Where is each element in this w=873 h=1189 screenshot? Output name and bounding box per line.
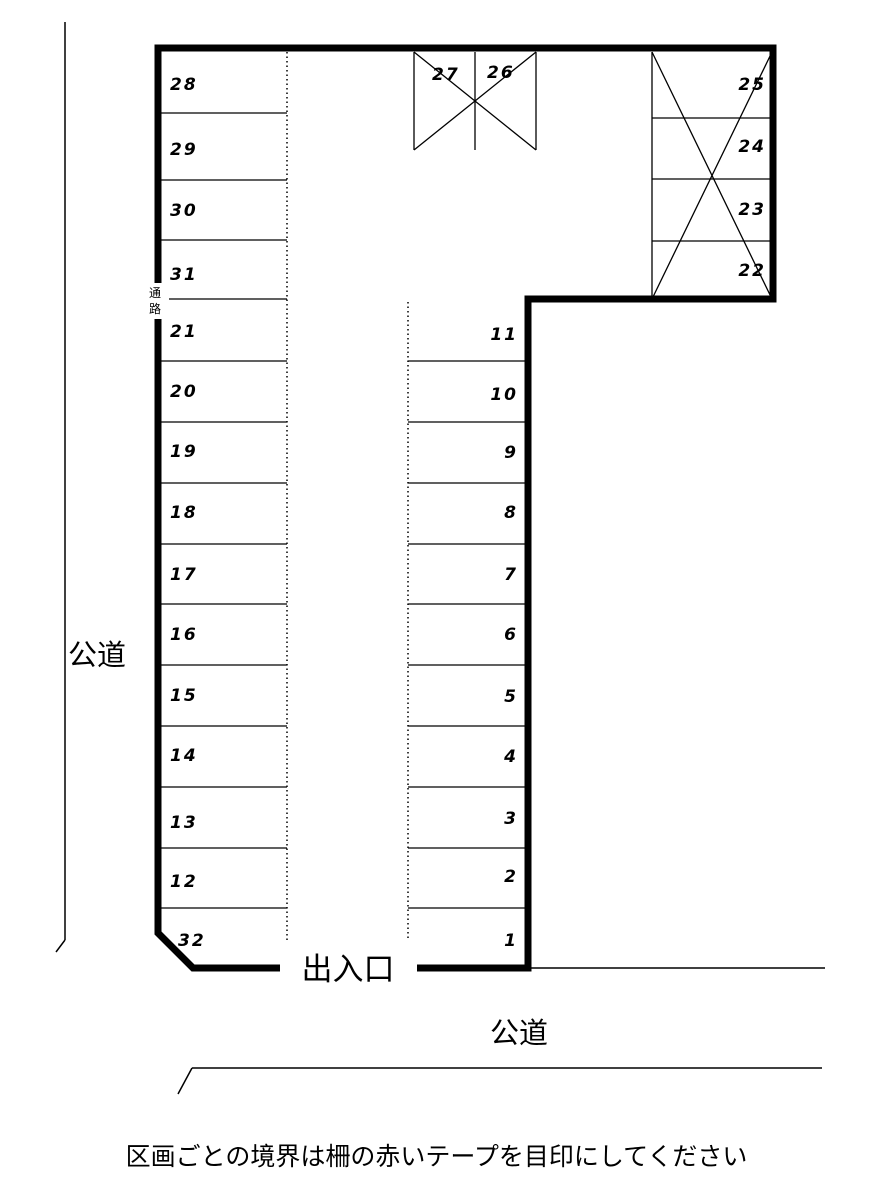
slot-number: 17 bbox=[170, 565, 198, 585]
slot-number: 7 bbox=[504, 565, 518, 585]
entrance-label: 出入口 bbox=[302, 952, 395, 988]
slot-number: 8 bbox=[504, 503, 518, 523]
passage-label-char-1: 通 bbox=[149, 286, 161, 300]
slot-number: 19 bbox=[170, 442, 198, 462]
slot-number: 6 bbox=[504, 625, 518, 645]
slot-number: 3 bbox=[504, 809, 518, 829]
road-left-edge bbox=[55, 22, 66, 953]
top-slots-block bbox=[413, 51, 537, 151]
slot-number: 29 bbox=[170, 140, 198, 160]
slot-number: 18 bbox=[170, 503, 198, 523]
slot-number: 13 bbox=[170, 813, 198, 833]
road-left-label: 公道 bbox=[68, 638, 126, 672]
slot-number: 5 bbox=[504, 687, 518, 707]
slot-number: 20 bbox=[170, 382, 198, 402]
slot-number: 10 bbox=[490, 385, 518, 405]
right-slot-numbers: 11 10 9 8 7 6 5 4 3 2 1 bbox=[490, 325, 518, 951]
slot-number: 11 bbox=[490, 325, 518, 345]
slot-number: 14 bbox=[170, 746, 198, 766]
slot-number: 23 bbox=[738, 200, 766, 220]
lot-boundary bbox=[154, 44, 777, 972]
slot-number: 2 bbox=[504, 867, 518, 887]
left-slot-dividers bbox=[161, 112, 287, 909]
slot-number: 26 bbox=[487, 63, 515, 83]
passage-gap bbox=[147, 283, 169, 319]
passage-label-char-2: 路 bbox=[149, 301, 161, 316]
corner-slots-block bbox=[651, 51, 773, 300]
slot-number: 16 bbox=[170, 625, 198, 645]
road-bottom-edge bbox=[177, 967, 825, 1095]
left-slot-numbers: 28 29 30 31 21 20 19 18 17 16 15 14 13 12 32 bbox=[170, 75, 206, 951]
corner-slot-numbers: 25 24 23 22 bbox=[738, 75, 766, 281]
slot-number: 24 bbox=[738, 137, 766, 157]
slot-number: 27 bbox=[432, 65, 460, 85]
slot-number: 25 bbox=[738, 75, 766, 95]
right-slot-dividers bbox=[408, 360, 525, 909]
slot-number: 22 bbox=[738, 261, 766, 281]
slot-number: 31 bbox=[170, 265, 198, 285]
slot-number: 9 bbox=[504, 443, 518, 463]
footer-note: 区画ごとの境界は柵の赤いテープを目印にしてください bbox=[125, 1142, 748, 1171]
slot-number: 4 bbox=[503, 747, 518, 767]
slot-number: 28 bbox=[170, 75, 198, 95]
slot-number: 21 bbox=[170, 322, 198, 342]
slot-number: 1 bbox=[504, 931, 518, 951]
road-bottom-label: 公道 bbox=[490, 1016, 548, 1050]
slot-number: 30 bbox=[170, 201, 198, 221]
slot-number: 15 bbox=[170, 686, 198, 706]
slot-number: 12 bbox=[170, 872, 198, 892]
slot-number: 32 bbox=[178, 931, 206, 951]
